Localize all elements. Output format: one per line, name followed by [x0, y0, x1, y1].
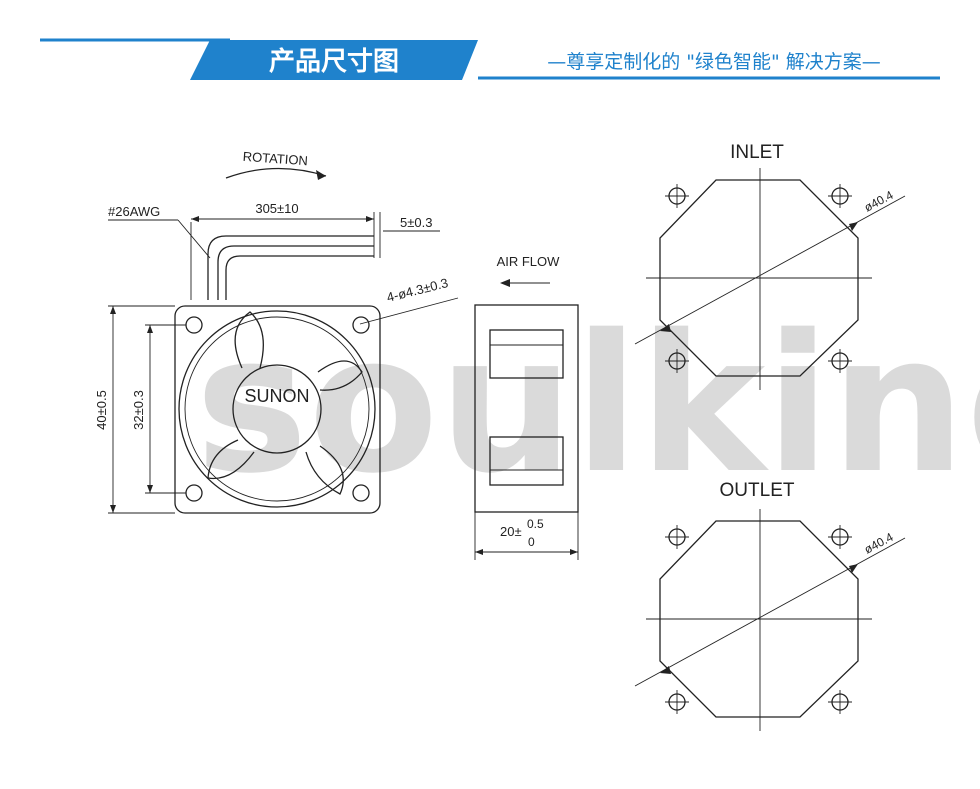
thickness-lower: 0 [528, 535, 535, 549]
fan-hub [232, 364, 322, 454]
thickness-arrow-right [570, 549, 578, 555]
inlet-diameter-line [634, 195, 906, 345]
outlet-diameter-line [634, 537, 906, 687]
outlet-view: OUTLET ø40.4 [634, 480, 906, 731]
mount-hole-br [352, 484, 370, 502]
wire-gauge-label: #26AWG [108, 204, 160, 219]
outer-size-arrow-bottom [110, 505, 116, 513]
inlet-shape [659, 179, 859, 377]
hole-spacing-arrow-bottom [147, 485, 153, 493]
hole-spacing-label: 32±0.3 [131, 390, 146, 430]
wire-length-arrow-right [366, 216, 374, 222]
fan-blade-1 [234, 311, 264, 369]
mount-hole-tr [352, 316, 370, 334]
mount-holes-leader [359, 297, 459, 325]
outlet-shape [659, 520, 859, 718]
rotation-label: ROTATION [242, 149, 308, 169]
outlet-diameter-arrow-left [660, 666, 671, 674]
inlet-title: INLET [730, 142, 784, 163]
fan-brand: SUNON [244, 386, 309, 406]
fan-opening-inner [184, 316, 370, 502]
inlet-diameter-arrow-left [660, 324, 671, 332]
wire-3 [225, 255, 374, 300]
fan-blade-4 [207, 439, 255, 480]
banner-slogan: —尊享定制化的 "绿色智能" 解决方案— [547, 51, 881, 73]
fan-opening [178, 310, 376, 508]
side-window-bottom [489, 436, 564, 486]
rotation-arrowhead [316, 170, 326, 180]
wire-gauge-leader-diag [177, 219, 211, 259]
rotation-arc [225, 167, 327, 179]
wire-1 [207, 235, 374, 300]
banner-title: 产品尺寸图 [269, 47, 399, 77]
wire-length-label: 305±10 [255, 201, 298, 216]
side-view: AIR FLOW 20± 0.5 0 [474, 254, 579, 560]
fan-frame [174, 305, 381, 514]
hole-spacing-arrow-top [147, 325, 153, 333]
fan-blade-3 [305, 445, 344, 495]
side-window-top [489, 329, 564, 379]
airflow-label: AIR FLOW [497, 254, 561, 269]
wire-length-arrow-left [191, 216, 199, 222]
banner-title-tab [190, 40, 478, 80]
strip-length-label: 5±0.3 [400, 215, 432, 230]
side-body [474, 304, 579, 513]
airflow-arrowhead [500, 279, 510, 287]
thickness-upper: 0.5 [527, 517, 544, 531]
thickness-arrow-left [475, 549, 483, 555]
inlet-diameter-arrow-right [849, 222, 858, 231]
outlet-title: OUTLET [720, 480, 795, 501]
header-banner: 产品尺寸图 —尊享定制化的 "绿色智能" 解决方案— [40, 38, 940, 80]
watermark: soulking [195, 294, 980, 515]
outer-size-label: 40±0.5 [94, 390, 109, 430]
outlet-diameter-arrow-right [849, 564, 858, 573]
thickness-label: 20± [500, 524, 522, 539]
outer-size-arrow-top [110, 306, 116, 314]
fan-blade-2 [317, 360, 363, 391]
wire-2 [217, 245, 374, 300]
